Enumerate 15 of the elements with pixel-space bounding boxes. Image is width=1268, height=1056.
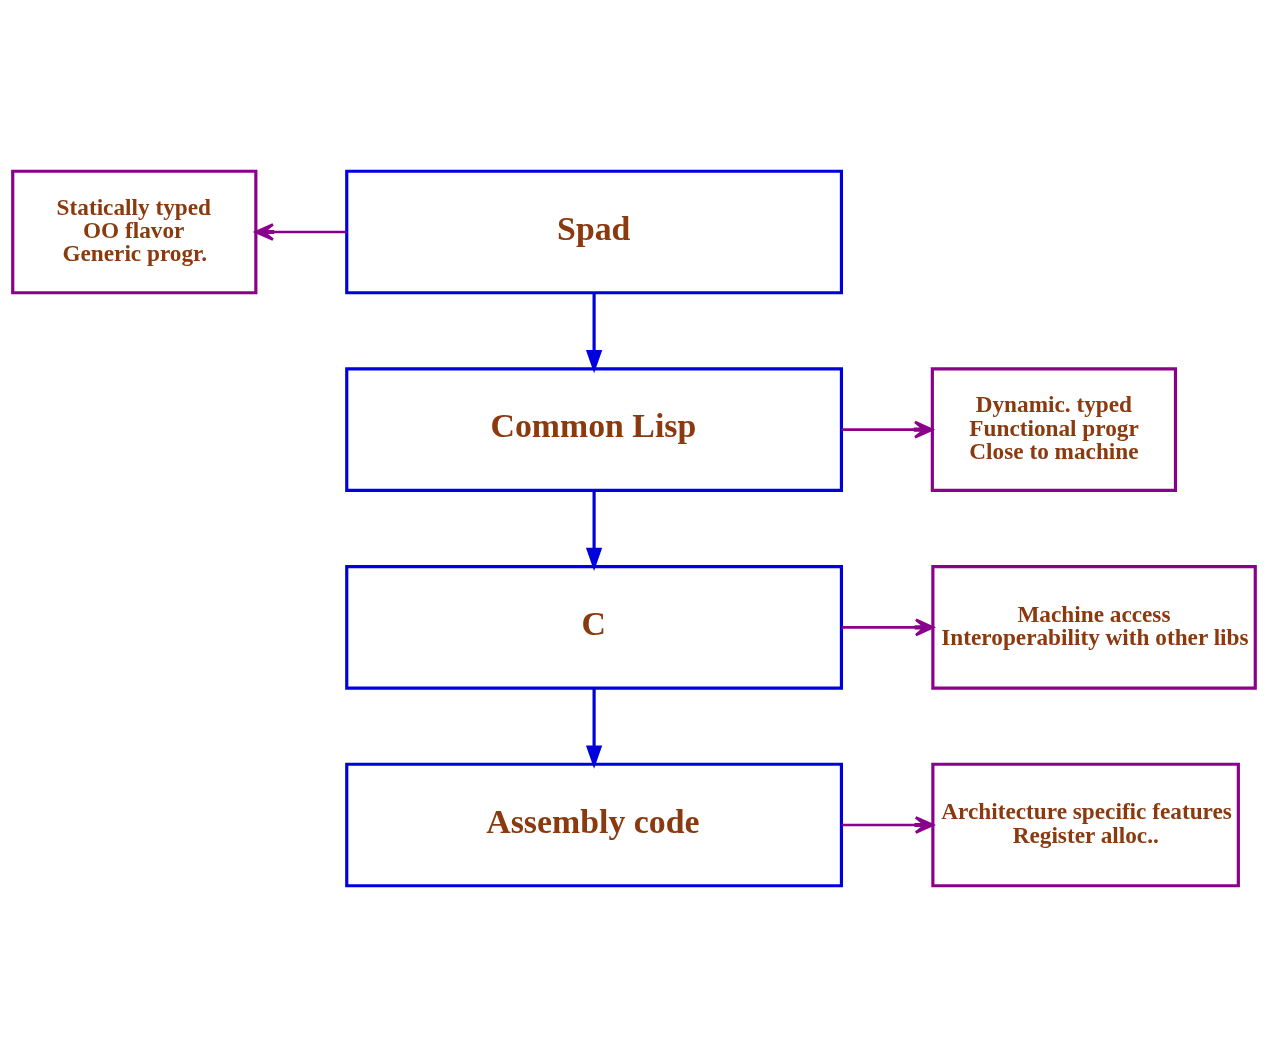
node-box: Statically typed OO flavor Generic progr. <box>11 169 258 294</box>
arrow <box>585 489 603 571</box>
node-box: Machine access Interoperability with other libs <box>931 564 1257 690</box>
node-box: Spad <box>345 169 844 294</box>
arrow <box>585 292 603 373</box>
arrow <box>841 420 934 439</box>
arrow <box>841 617 935 636</box>
node-box: Assembly code <box>345 762 844 887</box>
node-box: Dynamic. typed Functional progr Close to machine <box>930 366 1178 492</box>
arrow <box>585 687 603 769</box>
arrow <box>841 815 935 834</box>
arrow <box>254 222 347 241</box>
node-box: Common Lisp <box>345 366 844 492</box>
node-box: Architecture specific features Register alloc.. <box>931 762 1240 887</box>
node-box: C <box>345 564 844 690</box>
